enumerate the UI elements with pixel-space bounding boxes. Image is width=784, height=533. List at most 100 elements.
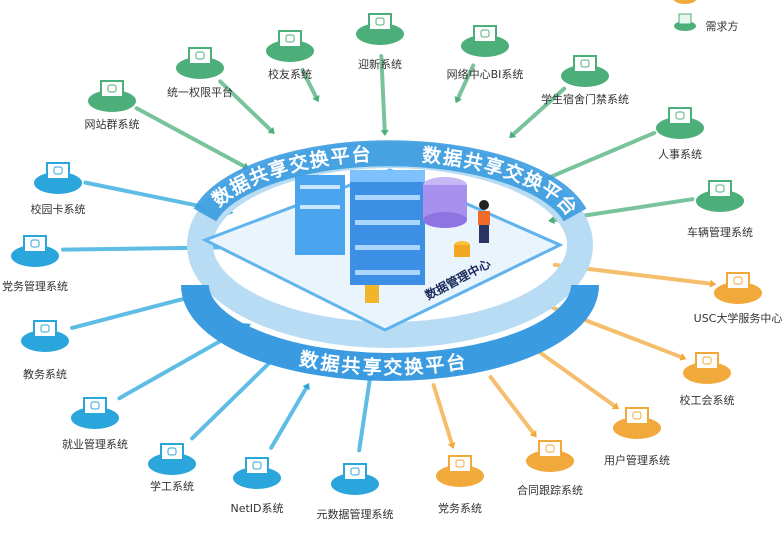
- database-icon: [733, 276, 743, 285]
- system-node[interactable]: 网站群系统: [85, 80, 140, 131]
- system-node[interactable]: 学生宿舍门禁系统: [541, 55, 629, 106]
- node-label: 元数据管理系统: [317, 507, 394, 521]
- system-node[interactable]: 学工系统: [148, 443, 196, 493]
- monitor-icon: [278, 30, 302, 48]
- legend-supply-icon: [673, 0, 697, 4]
- person-icon: [478, 200, 490, 243]
- system-node[interactable]: 用户管理系统: [604, 407, 670, 467]
- arrow-head-icon: [447, 442, 456, 449]
- flow-arrow-16: [431, 383, 454, 446]
- node-label: 车辆管理系统: [687, 225, 753, 239]
- system-node[interactable]: 就业管理系统: [62, 397, 128, 451]
- monitor-icon: [708, 180, 732, 198]
- legend-demand-label: 需求方: [706, 19, 739, 33]
- monitor-icon: [726, 272, 750, 290]
- coins-icon: [365, 241, 470, 303]
- flow-arrow-17: [488, 375, 536, 435]
- node-label: 校友系统: [268, 67, 312, 81]
- node-label: 人事系统: [658, 148, 702, 161]
- arrow-head-icon: [611, 402, 620, 410]
- system-node[interactable]: 网络中心BI系统: [447, 25, 524, 81]
- database-icon: [167, 447, 177, 456]
- flow-arrow-1: [134, 106, 246, 169]
- monitor-icon: [160, 443, 184, 461]
- system-node[interactable]: NetID系统: [230, 457, 284, 515]
- arrow-head-icon: [454, 96, 462, 104]
- system-node[interactable]: 人事系统: [656, 107, 704, 161]
- monitor-icon: [695, 352, 719, 370]
- database-icon: [632, 411, 642, 420]
- server-rack-icon: [295, 175, 345, 255]
- monitor-icon: [23, 235, 47, 253]
- monitor-icon: [33, 320, 57, 338]
- monitor-icon: [573, 55, 597, 73]
- database-icon: [30, 239, 40, 248]
- system-node[interactable]: 车辆管理系统: [687, 180, 753, 239]
- arrow-head-icon: [509, 131, 517, 139]
- system-node[interactable]: 党务系统: [436, 455, 484, 515]
- node-label: 就业管理系统: [62, 437, 128, 451]
- database-icon: [285, 34, 295, 43]
- system-node[interactable]: 元数据管理系统: [317, 463, 394, 521]
- arrow-head-icon: [548, 216, 555, 225]
- system-node[interactable]: 校工会系统: [680, 352, 735, 407]
- system-node[interactable]: 校友系统: [266, 30, 314, 81]
- database-icon: [375, 17, 385, 26]
- database-icon: [580, 59, 590, 68]
- database-icon: [675, 111, 685, 120]
- monitor-icon: [188, 47, 212, 65]
- database-icon: [545, 444, 555, 453]
- nodes-layer: 网站群系统 统一权限平台 校友系统 迎新系统网络中心BI系统学生宿舍门禁系统人事系统车…: [2, 13, 783, 521]
- node-label: 用户管理系统: [604, 453, 670, 467]
- arrow-head-icon: [709, 279, 717, 288]
- monitor-icon: [668, 107, 692, 125]
- flow-arrow-6: [511, 86, 567, 137]
- database-icon: [480, 29, 490, 38]
- node-label: 迎新系统: [358, 57, 402, 71]
- monitor-icon: [368, 13, 392, 31]
- monitor-icon: [46, 162, 70, 180]
- monitor-icon: [83, 397, 107, 415]
- database-icon: [40, 324, 50, 333]
- database-icon: [252, 461, 262, 470]
- monitor-icon: [473, 25, 497, 43]
- system-node[interactable]: 合同跟踪系统: [517, 440, 583, 497]
- node-label: NetID系统: [230, 502, 283, 515]
- system-node[interactable]: 统一权限平台: [167, 47, 233, 99]
- flow-arrow-2: [218, 79, 273, 132]
- flow-arrow-13: [190, 359, 274, 441]
- database-icon: [350, 467, 360, 476]
- node-label: 校工会系统: [680, 393, 735, 407]
- database-icon: [195, 51, 205, 60]
- arrow-head-icon: [529, 430, 537, 438]
- database-icon: [702, 356, 712, 365]
- monitor-icon: [538, 440, 562, 458]
- flow-arrow-14: [269, 386, 309, 450]
- flow-arrow-5: [456, 63, 476, 100]
- flow-arrow-15: [357, 369, 373, 453]
- system-node[interactable]: 党务管理系统: [2, 235, 68, 293]
- node-label: 党务管理系统: [2, 279, 68, 293]
- system-node[interactable]: USC大学服务中心: [694, 272, 783, 325]
- system-node[interactable]: 迎新系统: [356, 13, 404, 71]
- node-label: 网站群系统: [85, 117, 140, 131]
- node-label: 教务系统: [23, 368, 67, 381]
- server-tower-icon: [350, 170, 425, 285]
- monitor-icon: [245, 457, 269, 475]
- arrow-head-icon: [679, 353, 687, 361]
- system-node[interactable]: 教务系统: [21, 320, 69, 381]
- system-node[interactable]: 校园卡系统: [31, 162, 86, 216]
- arrow-head-icon: [302, 383, 310, 391]
- node-label: 学工系统: [150, 479, 194, 493]
- monitor-icon: [625, 407, 649, 425]
- database-icon: [455, 459, 465, 468]
- node-label: 党务系统: [438, 502, 482, 515]
- node-label: USC大学服务中心: [694, 311, 783, 325]
- node-label: 学生宿舍门禁系统: [541, 92, 629, 106]
- ring-band-top: [193, 140, 587, 222]
- database-stack-icon: [423, 177, 467, 228]
- database-icon: [715, 184, 725, 193]
- node-label: 校园卡系统: [31, 202, 86, 216]
- node-label: 网络中心BI系统: [447, 67, 524, 81]
